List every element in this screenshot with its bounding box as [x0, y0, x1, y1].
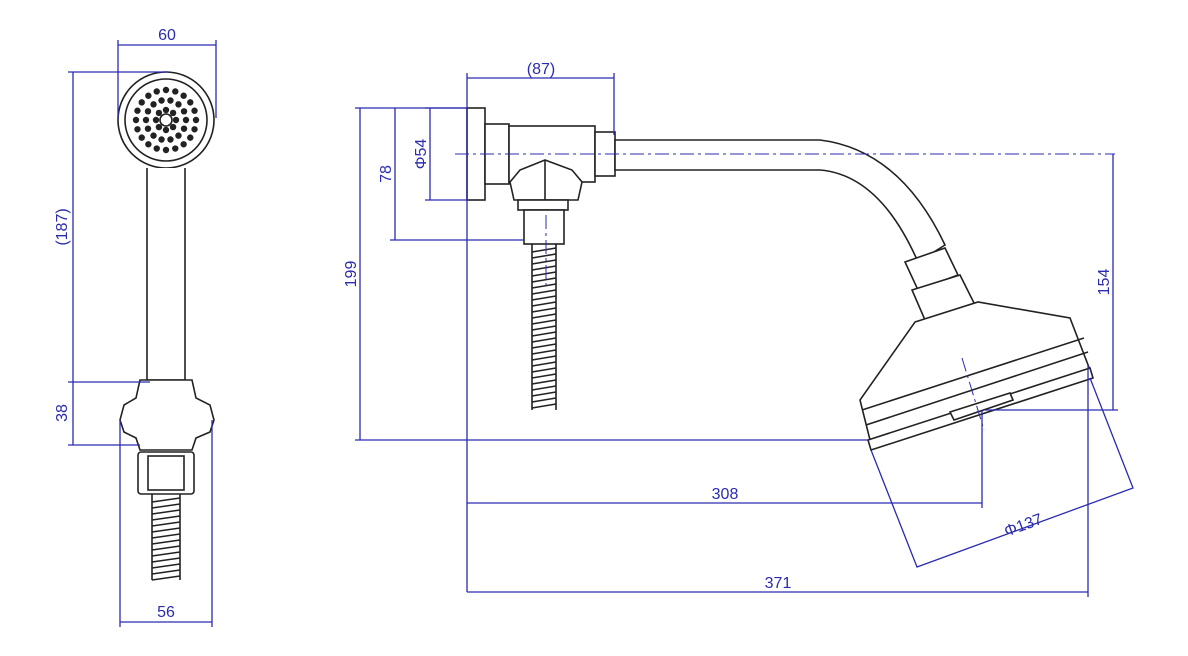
dim-total-drop: 199 — [343, 261, 360, 288]
dim-head-diameter: Φ137 — [1002, 511, 1045, 541]
nozzle-dot — [134, 126, 141, 133]
dim-flange-height: 78 — [378, 165, 395, 183]
nozzle-dot — [144, 108, 152, 115]
nozzle-dot — [138, 134, 145, 141]
nozzle-dot — [145, 141, 152, 148]
dim-overall-length: (187) — [54, 208, 71, 245]
nozzle-dot — [191, 107, 198, 114]
hose-left — [151, 494, 181, 581]
nozzle-dot — [162, 86, 170, 94]
hose-right — [531, 244, 557, 410]
dim-head-width: 60 — [158, 27, 176, 44]
nozzle-dot — [167, 97, 174, 104]
nozzle-dot — [155, 109, 163, 117]
nozzle-dot — [175, 132, 182, 139]
dim-bracket-height: 38 — [54, 404, 71, 422]
nozzle-dot — [172, 116, 180, 124]
nozzle-dot — [145, 92, 152, 99]
nozzle-dot — [191, 126, 198, 133]
shower-arm-dimensions: (87) Φ54 78 199 154 308 371 Φ137 — [343, 61, 1134, 597]
nozzle-dot — [162, 126, 170, 134]
nozzle-dot — [172, 145, 179, 152]
nozzle-dot — [142, 116, 150, 124]
nozzle-dot — [167, 136, 174, 143]
nozzle-dot — [169, 109, 177, 117]
nozzle-dot — [180, 125, 188, 132]
nozzle-dot — [134, 107, 141, 114]
hand-shower-dimensions: 60 (187) 38 56 — [54, 27, 217, 627]
nozzle-dot — [169, 123, 177, 131]
dim-head-center-reach: 308 — [712, 486, 739, 503]
nozzle-dot — [180, 141, 187, 148]
nozzle-dot — [155, 123, 163, 131]
nozzle-dot — [150, 132, 157, 139]
nozzle-dot — [182, 116, 190, 124]
nozzle-dot — [152, 116, 160, 124]
nozzle-dot — [153, 145, 160, 152]
nozzle-dot — [158, 136, 165, 143]
nozzle-dot — [158, 97, 165, 104]
nozzle-dot — [138, 99, 145, 106]
nozzle-dot — [144, 125, 152, 132]
dim-head-drop: 154 — [1096, 269, 1113, 296]
nozzle-dot — [180, 108, 188, 115]
dim-arm-projection: (87) — [527, 61, 555, 78]
nozzle-dot — [192, 116, 200, 124]
dim-flange-diameter: Φ54 — [413, 139, 430, 170]
nozzle-dot — [187, 134, 194, 141]
shower-nozzles — [132, 86, 200, 154]
nozzle-dot — [172, 88, 179, 95]
nozzle-dot — [162, 106, 170, 114]
nozzle-dot — [187, 99, 194, 106]
hand-shower-part — [117, 71, 215, 581]
dim-overall-reach: 371 — [765, 575, 792, 592]
shower-arm-part — [466, 107, 1094, 452]
nozzle-dot — [162, 146, 170, 154]
nozzle-dot — [180, 92, 187, 99]
dim-bracket-width: 56 — [157, 604, 175, 621]
nozzle-dot — [132, 116, 140, 124]
nozzle-dot — [175, 101, 182, 108]
nozzle-dot — [150, 101, 157, 108]
nozzle-dot — [153, 88, 160, 95]
